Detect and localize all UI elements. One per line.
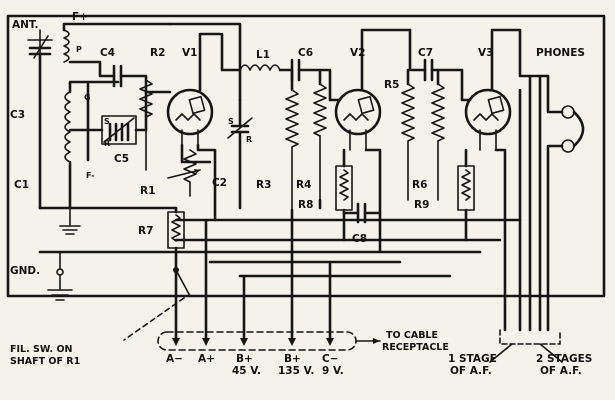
wire-v1-plate-out — [220, 32, 242, 72]
label-c3: C3 — [10, 109, 25, 121]
filament-switch-icon — [123, 267, 191, 341]
wire-c6-grid — [297, 68, 342, 102]
wire-v1-fil2 — [196, 143, 217, 222]
wire-v2-plate — [360, 28, 412, 92]
wire-b-plus-v1 — [168, 22, 242, 102]
cable-receptacle — [157, 331, 357, 351]
label-v3: V3 — [478, 47, 493, 59]
resistor-r9 — [457, 165, 475, 211]
resistor-r8 — [335, 165, 353, 211]
wire-c4-grid — [119, 74, 172, 94]
label-r3: R3 — [256, 179, 271, 191]
tube-v1 — [166, 88, 214, 146]
inductor-l1 — [239, 64, 281, 71]
wire-f-plus — [62, 22, 172, 32]
label-stage2-1: 2 STAGES — [536, 353, 592, 365]
label-stage2-2: OF A.F. — [540, 365, 582, 377]
tube-v2 — [334, 88, 382, 151]
stage-bracket — [499, 329, 561, 345]
wire-v1-plate — [198, 32, 222, 92]
label-c5-s: S — [104, 117, 110, 126]
label-c1: C1 — [14, 179, 29, 191]
wire-grid-coil — [68, 80, 120, 94]
label-r5: R5 — [384, 79, 399, 91]
label-g: G — [84, 93, 91, 102]
label-b135-volts: 135 V. — [278, 365, 314, 377]
wire-v1-fil — [180, 143, 212, 164]
label-c8: C8 — [352, 233, 367, 245]
label-c5: C5 — [114, 153, 129, 165]
label-f-minus: F- — [86, 171, 95, 180]
antenna-coil-primary — [63, 29, 70, 63]
label-l1: L1 — [256, 49, 270, 61]
label-c7: C7 — [418, 47, 433, 59]
label-f-plus: F+ — [72, 11, 88, 23]
label-cable-1: TO CABLE — [386, 330, 438, 341]
label-v2: V2 — [350, 47, 365, 59]
resistor-r7 — [167, 211, 185, 249]
label-cable-2: RECEPTACLE — [382, 342, 449, 353]
label-phones: PHONES — [536, 47, 585, 59]
ground-icon — [47, 268, 73, 301]
label-r1: R1 — [140, 185, 155, 197]
resistor-r5 — [401, 83, 415, 201]
resistor-r2 — [139, 75, 153, 171]
label-c2: C2 — [212, 177, 227, 189]
wire-phones-top — [546, 74, 564, 114]
label-c2-r: R — [246, 135, 252, 144]
label-stage1-1: 1 STAGE — [448, 353, 497, 365]
resistor-r3 — [285, 89, 299, 211]
phones-headset-icon — [561, 105, 585, 153]
chassis-frame — [6, 14, 606, 298]
label-c5-r: R — [104, 139, 110, 148]
label-a-minus: A− — [166, 353, 183, 365]
label-r4: R4 — [296, 179, 311, 191]
label-r2: R2 — [150, 47, 165, 59]
label-b135: B+ — [284, 353, 301, 365]
wire-f-minus-rail — [68, 160, 178, 210]
label-fil-sw-1: FIL. SW. ON — [10, 344, 73, 355]
label-c-minus-volts: 9 V. — [322, 365, 344, 377]
antenna-variable-capacitor-c3 — [27, 29, 53, 59]
label-c6: C6 — [298, 47, 313, 59]
coil-ground-icon — [59, 207, 81, 235]
wire-c7-grid — [430, 68, 472, 102]
tube-v3 — [464, 88, 512, 151]
label-c2-s: S — [228, 117, 234, 126]
label-ant: ANT. — [12, 19, 38, 31]
resistor-r4 — [313, 83, 327, 201]
label-fil-sw-2: SHAFT OF R1 — [10, 356, 80, 367]
label-r6: R6 — [412, 179, 427, 191]
label-c-minus: C− — [322, 353, 339, 365]
antenna-coil-secondary — [64, 91, 71, 163]
label-b45-volts: 45 V. — [232, 365, 261, 377]
label-r8: R8 — [298, 199, 313, 211]
wire-plate — [68, 60, 116, 78]
label-b45: B+ — [236, 353, 253, 365]
label-r9: R9 — [414, 199, 429, 211]
wire-v2-out — [408, 28, 427, 72]
label-stage1-2: OF A.F. — [450, 365, 492, 377]
label-r7: R7 — [138, 225, 153, 237]
label-p: P — [76, 45, 82, 54]
wire-v2-fil — [364, 148, 382, 252]
label-v1: V1 — [182, 47, 197, 59]
wire-v3-fil — [494, 148, 507, 332]
resistor-r6 — [431, 83, 445, 201]
terminal-arrows — [172, 338, 334, 346]
rheostat-r1 — [167, 149, 201, 197]
label-c4: C4 — [100, 47, 115, 59]
wire-phones-bottom — [546, 144, 564, 332]
label-a-plus: A+ — [198, 353, 215, 365]
label-gnd: GND. — [10, 265, 40, 277]
